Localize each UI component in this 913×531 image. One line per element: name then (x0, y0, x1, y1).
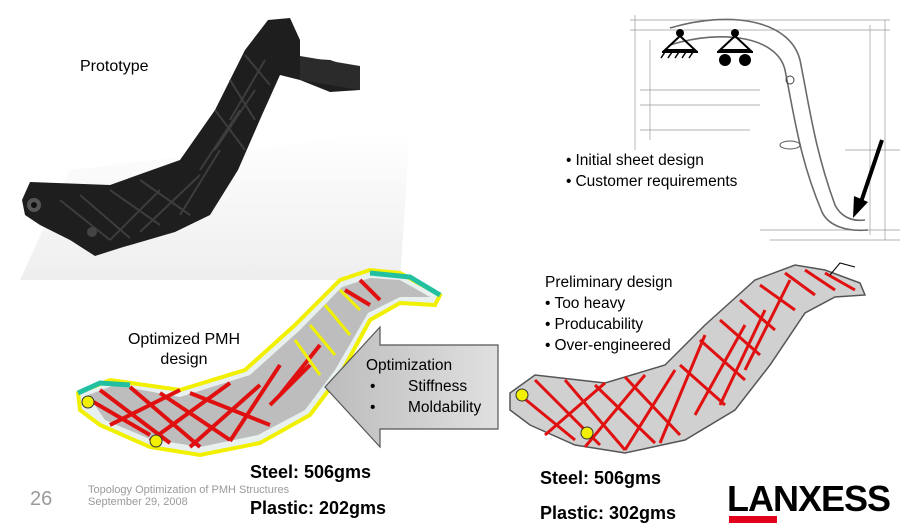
fixed-support-icon (660, 29, 698, 59)
preliminary-bullet: Too heavy (545, 293, 673, 314)
preliminary-title: Preliminary design (545, 274, 673, 291)
optimization-item-2: •Moldability (370, 399, 482, 416)
initial-bullet: Initial sheet design (566, 150, 737, 171)
preliminary-bullet: Over-engineered (545, 335, 673, 356)
lanxess-logo-text: LANXESS (727, 478, 891, 519)
optimized-plastic-weight: Plastic: 202gms (250, 498, 387, 518)
optimization-arrow (320, 322, 505, 452)
load-arrow-icon (853, 139, 884, 218)
preliminary-bullet: Producability (545, 314, 673, 335)
optimization-item-label: Stiffness (408, 378, 468, 395)
prototype-photo (0, 0, 420, 280)
lanxess-logo-underline (729, 516, 777, 523)
footer-date: September 29, 2008 (88, 496, 188, 508)
initial-bullet: Customer requirements (566, 171, 737, 192)
lanxess-logo: LANXESS (727, 478, 891, 523)
optimization-title: Optimization (366, 357, 453, 374)
prototype-pedal-image (20, 18, 410, 280)
sheet-design-drawing (630, 15, 900, 241)
optimized-steel-weight: Steel: 506gms (250, 462, 372, 482)
slide-number: 26 (30, 488, 53, 510)
footer-title: Topology Optimization of PMH Structures (88, 484, 290, 496)
prototype-label: Prototype (80, 58, 149, 75)
preliminary-steel-weight: Steel: 506gms (540, 468, 662, 488)
preliminary-design-image (505, 255, 875, 455)
optimized-label-line2: design (160, 351, 208, 368)
initial-bullets: Initial sheet design Customer requiremen… (566, 150, 737, 192)
optimized-label-line1: Optimized PMH (127, 331, 241, 348)
roller-support-icon (717, 29, 753, 66)
preliminary-text: Preliminary design Too heavy Producabili… (545, 272, 673, 356)
optimization-item-1: •Stiffness (370, 378, 468, 395)
optimized-label: Optimized PMH design (104, 330, 264, 370)
optimization-item-label: Moldability (408, 399, 482, 416)
technical-drawing (610, 0, 913, 245)
optimized-design-image (70, 265, 450, 465)
preliminary-plastic-weight: Plastic: 302gms (540, 503, 677, 523)
